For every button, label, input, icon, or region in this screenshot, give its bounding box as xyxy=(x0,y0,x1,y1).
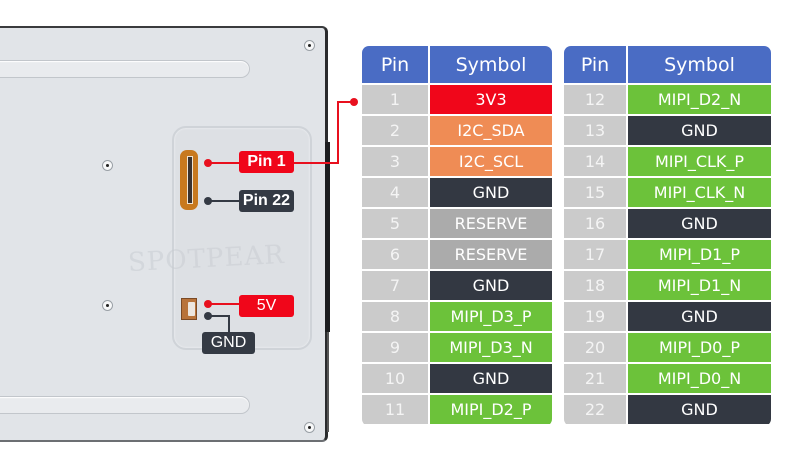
pin22-label: Pin 22 xyxy=(239,190,294,212)
pin1-label: Pin 1 xyxy=(239,151,294,173)
pin-symbol-cell: GND xyxy=(628,302,771,331)
table-header-row: Pin Symbol xyxy=(362,46,552,83)
pin-symbol-cell: MIPI_D2_N xyxy=(628,85,771,114)
pin1-connector-line xyxy=(337,101,353,103)
gnd-label: GND xyxy=(202,332,255,354)
pin-number-cell: 9 xyxy=(362,333,428,362)
pin1-leader-line xyxy=(208,162,240,164)
pin-number-cell: 11 xyxy=(362,395,428,424)
panel-rail-top xyxy=(0,60,250,78)
pin-number-cell: 12 xyxy=(564,85,626,114)
pin-symbol-cell: I2C_SDA xyxy=(430,116,552,145)
pin-number-cell: 5 xyxy=(362,209,428,238)
pin-symbol-cell: MIPI_CLK_N xyxy=(628,178,771,207)
pin1-connector-line xyxy=(294,162,338,164)
pin-symbol-cell: MIPI_D1_N xyxy=(628,271,771,300)
pin-number-cell: 4 xyxy=(362,178,428,207)
header-symbol: Symbol xyxy=(628,46,771,83)
pin1-connector-line xyxy=(337,101,339,164)
pin-symbol-cell: GND xyxy=(430,178,552,207)
screw-icon xyxy=(102,300,113,311)
pin-symbol-cell: MIPI_D2_P xyxy=(430,395,552,424)
pin-symbol-cell: MIPI_CLK_P xyxy=(628,147,771,176)
pin-symbol-cell: MIPI_D0_N xyxy=(628,364,771,393)
screw-icon xyxy=(102,160,113,171)
pin-number-cell: 7 xyxy=(362,271,428,300)
gnd-leader-line xyxy=(208,315,230,317)
pin-number-cell: 17 xyxy=(564,240,626,269)
header-pin: Pin xyxy=(564,46,626,83)
pin-number-cell: 2 xyxy=(362,116,428,145)
pin-number-cell: 1 xyxy=(362,85,428,114)
fpc-connector-icon xyxy=(180,150,198,210)
pin-symbol-cell: GND xyxy=(628,116,771,145)
pin-symbol-cell: GND xyxy=(628,395,771,424)
pin-symbol-cell: MIPI_D3_P xyxy=(430,302,552,331)
pin-number-cell: 21 xyxy=(564,364,626,393)
pin-number-cell: 13 xyxy=(564,116,626,145)
power-connector-icon xyxy=(181,298,197,320)
pin-number-cell: 14 xyxy=(564,147,626,176)
pin22-leader-line xyxy=(208,200,240,202)
pin-symbol-cell: GND xyxy=(430,271,552,300)
screw-icon xyxy=(304,40,315,51)
panel-side-edge xyxy=(327,332,329,432)
header-symbol: Symbol xyxy=(430,46,552,83)
power-leader-line xyxy=(208,303,240,305)
pin-number-cell: 8 xyxy=(362,302,428,331)
pin-symbol-cell: MIPI_D3_N xyxy=(430,333,552,362)
pin-symbol-cell: MIPI_D0_P xyxy=(628,333,771,362)
pin-number-cell: 6 xyxy=(362,240,428,269)
pin-number-cell: 22 xyxy=(564,395,626,424)
panel-side-edge xyxy=(325,142,330,332)
table-header-row: Pin Symbol xyxy=(564,46,771,83)
screw-icon xyxy=(304,422,315,433)
pin-number-cell: 3 xyxy=(362,147,428,176)
pin-symbol-cell: GND xyxy=(430,364,552,393)
pin-number-cell: 10 xyxy=(362,364,428,393)
table-pin1-marker-dot xyxy=(350,98,358,106)
pin-number-cell: 15 xyxy=(564,178,626,207)
pin-number-cell: 18 xyxy=(564,271,626,300)
panel-rail-bottom xyxy=(0,396,250,414)
pin-symbol-cell: RESERVE xyxy=(430,209,552,238)
pin-number-cell: 19 xyxy=(564,302,626,331)
header-pin: Pin xyxy=(362,46,428,83)
pin-symbol-cell: 3V3 xyxy=(430,85,552,114)
pin-symbol-cell: MIPI_D1_P xyxy=(628,240,771,269)
pin-symbol-cell: I2C_SCL xyxy=(430,147,552,176)
pin-number-cell: 20 xyxy=(564,333,626,362)
pin-symbol-cell: GND xyxy=(628,209,771,238)
pin-symbol-cell: RESERVE xyxy=(430,240,552,269)
power-5v-label: 5V xyxy=(239,295,294,317)
gnd-leader-line xyxy=(228,315,230,333)
pin-number-cell: 16 xyxy=(564,209,626,238)
